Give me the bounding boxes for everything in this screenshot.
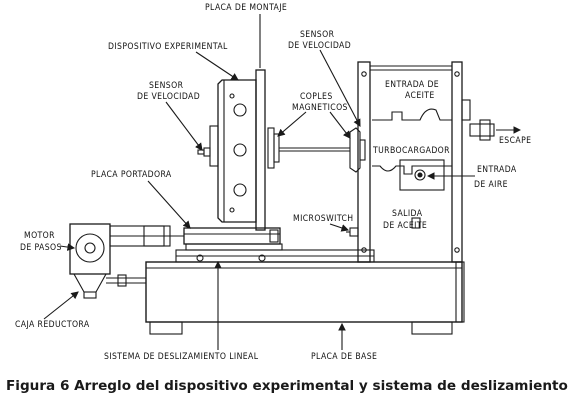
label-entrada-aire-2: DE AIRE bbox=[474, 180, 508, 190]
label-entrada-aceite-2: ACEITE bbox=[405, 91, 435, 101]
linear-slide bbox=[175, 243, 375, 263]
label-microswitch: MICROSWITCH bbox=[293, 214, 353, 224]
label-motor-pasos-1: MOTOR bbox=[24, 231, 55, 241]
label-sensor-velocidad-right-2: DE VELOCIDAD bbox=[288, 41, 351, 51]
label-placa-base: PLACA DE BASE bbox=[311, 352, 377, 362]
motor-gearbox bbox=[69, 223, 184, 299]
diagram-labels: PLACA DE MONTAJE DISPOSITIVO EXPERIMENTA… bbox=[15, 3, 531, 362]
mounting-plate bbox=[255, 14, 266, 231]
label-entrada-aceite-1: ENTRADA DE bbox=[385, 80, 439, 90]
base-plate bbox=[145, 261, 463, 335]
label-sensor-velocidad-right-1: SENSOR bbox=[300, 30, 335, 40]
label-escape: ESCAPE bbox=[499, 136, 531, 146]
diagram-svg: PLACA DE MONTAJE DISPOSITIVO EXPERIMENTA… bbox=[15, 3, 531, 362]
label-sensor-velocidad-left-2: DE VELOCIDAD bbox=[137, 92, 200, 102]
label-caja-reductora: CAJA REDUCTORA bbox=[15, 320, 90, 330]
label-coples-1: COPLES bbox=[300, 92, 333, 102]
label-sistema-deslizamiento: SISTEMA DE DESLIZAMIENTO LINEAL bbox=[104, 352, 259, 362]
label-placa-montaje: PLACA DE MONTAJE bbox=[205, 3, 287, 13]
diagram-figure: PLACA DE MONTAJE DISPOSITIVO EXPERIMENTA… bbox=[15, 3, 531, 362]
figure-caption: Figura 6 Arreglo del dispositivo experim… bbox=[6, 378, 568, 394]
experimental-device bbox=[197, 79, 280, 223]
label-sensor-velocidad-left-1: SENSOR bbox=[149, 81, 184, 91]
label-salida-aceite-1: SALIDA bbox=[392, 209, 423, 219]
label-entrada-aire-1: ENTRADA bbox=[477, 165, 517, 175]
label-motor-pasos-2: DE PASOS bbox=[20, 243, 62, 253]
label-dispositivo-experimental: DISPOSITIVO EXPERIMENTAL bbox=[108, 42, 228, 52]
turbocharger bbox=[372, 108, 495, 229]
label-placa-portadora: PLACA PORTADORA bbox=[91, 170, 172, 180]
magnetic-couplings bbox=[279, 127, 366, 173]
turbocharger-frame bbox=[357, 61, 471, 323]
label-turbocargador: TURBOCARGADOR bbox=[372, 146, 450, 156]
microswitch bbox=[346, 227, 359, 237]
label-salida-aceite-2: DE ACEITE bbox=[383, 221, 427, 231]
label-coples-2: MAGNETICOS bbox=[292, 103, 348, 113]
